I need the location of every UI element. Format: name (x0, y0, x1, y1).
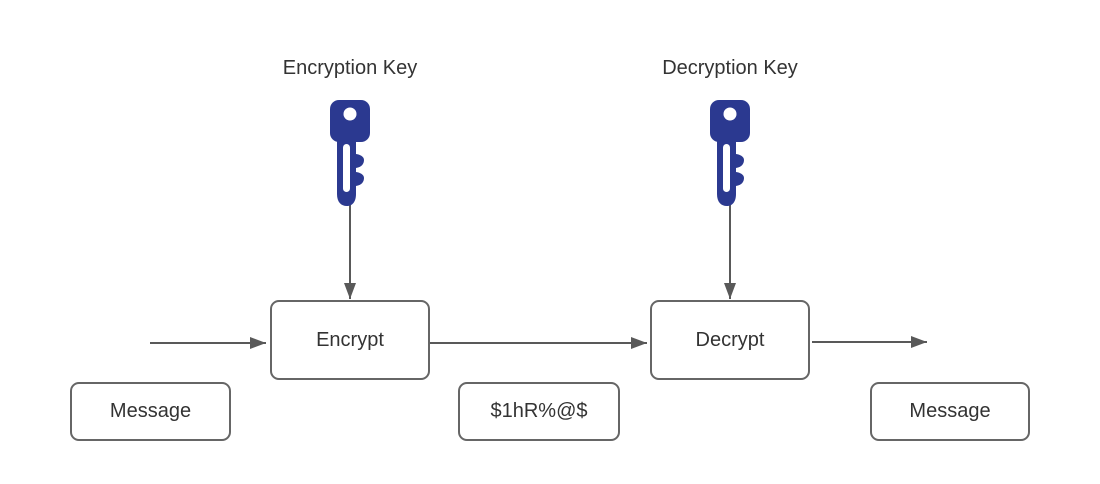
message-output-label: Message (909, 400, 991, 422)
key-icon (330, 100, 370, 206)
message-input-box: Message (70, 382, 231, 441)
message-input-label: Message (109, 400, 192, 422)
message-output-box: Message (870, 382, 1030, 441)
ciphertext-label: $1hR%@$ (490, 400, 588, 422)
decryption-key-label: Decryption Key (662, 57, 798, 79)
decrypt-box: Decrypt (650, 300, 810, 380)
encrypt-box-label: Encrypt (316, 328, 384, 351)
encryption-key-label: Encryption Key (282, 57, 418, 79)
ciphertext-box: $1hR%@$ (458, 382, 620, 441)
encrypt-box: Encrypt (270, 300, 430, 380)
decrypt-box-label: Decrypt (695, 328, 765, 351)
key-icon (710, 100, 750, 206)
